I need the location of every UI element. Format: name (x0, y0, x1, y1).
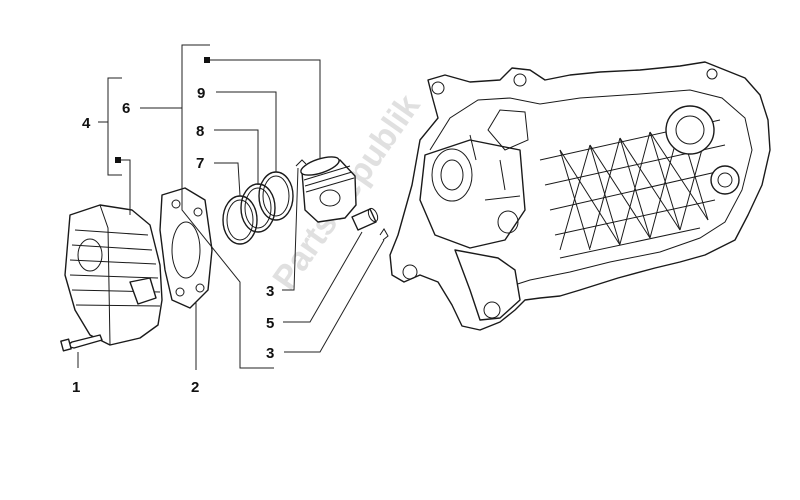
callout-1: 1 (72, 379, 80, 396)
gasket-drawing (159, 187, 213, 309)
callout-9: 9 (197, 85, 205, 102)
circlip-bottom-drawing (379, 228, 389, 241)
callout-5: 5 (266, 315, 274, 332)
callout-2: 2 (191, 379, 199, 396)
leader-lines (77, 44, 385, 370)
bolt-drawing (60, 334, 103, 352)
circlip-top-drawing (295, 159, 307, 167)
piston-pin-drawing (351, 207, 379, 231)
piston-drawing (300, 156, 357, 223)
crankcase-drawing (389, 61, 771, 331)
callout-3-bottom: 3 (266, 345, 274, 362)
callout-3-top: 3 (266, 283, 274, 300)
callout-4: 4 (82, 115, 91, 132)
callout-8: 8 (196, 123, 204, 140)
callout-7: 7 (196, 155, 204, 172)
cylinder-drawing (64, 204, 163, 346)
callout-6: 6 (122, 100, 130, 117)
